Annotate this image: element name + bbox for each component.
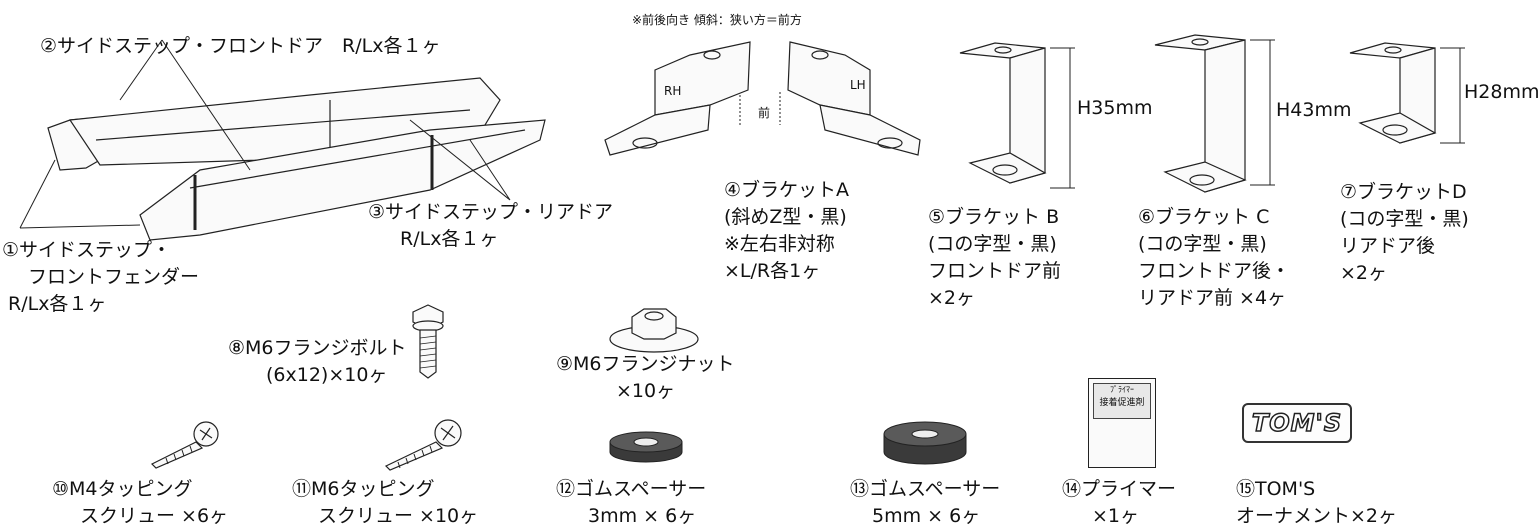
bracket-d-illustration: [1349, 42, 1465, 144]
item15-label-line2: オーナメント×2ヶ: [1236, 505, 1398, 527]
flange-bolt-illustration: [412, 304, 444, 379]
bracket-front-label: 前: [758, 106, 771, 120]
item13-label-line2: 5mm × 6ヶ: [872, 505, 981, 527]
item7-label-line4: ×2ヶ: [1340, 262, 1388, 284]
bracket-lh-label: LH: [850, 78, 866, 92]
side-step-illustration: [19, 39, 546, 241]
toms-ornament: TOM'S: [1242, 403, 1352, 443]
item15-label-line1: ⑮TOM'S: [1236, 478, 1316, 500]
item6-label-line4: リアドア前 ×4ヶ: [1138, 287, 1287, 309]
primer-label-line1: ﾌﾟﾗｲﾏｰ: [1110, 385, 1134, 394]
spacer-5mm-illustration: [883, 421, 967, 465]
toms-logo: TOM'S: [1251, 408, 1343, 438]
m4-screw-illustration: [150, 421, 219, 469]
item11-label-line2: スクリュー ×10ヶ: [318, 505, 479, 527]
bracket-b-illustration: [959, 42, 1075, 189]
item7-label-line2: (コの字型・黒): [1340, 208, 1469, 230]
item5-label-line4: ×2ヶ: [928, 287, 976, 309]
orientation-note: ※前後向き 傾斜：狭い方＝前方: [632, 13, 802, 27]
bracket-a-illustration: [604, 41, 921, 156]
spacer-3mm-illustration: [609, 431, 683, 463]
flange-nut-illustration: [609, 308, 699, 353]
item4-label-line3: ※左右非対称: [724, 233, 835, 255]
item6-label-line1: ⑥ブラケット C: [1138, 206, 1270, 228]
item3-label-line1: ③サイドステップ・リアドア: [368, 201, 614, 223]
item1-label-line2: フロントフェンダー: [28, 266, 200, 288]
item1-label-line1: ①サイドステップ・: [2, 239, 172, 261]
item6-label-line3: フロントドア後・: [1138, 260, 1291, 282]
item5-label-line1: ⑤ブラケット B: [928, 206, 1060, 228]
item9-label-line1: ⑨M6フランジナット: [556, 353, 735, 375]
item13-label-line1: ⑬ゴムスペーサー: [850, 478, 1001, 500]
item4-label-line2: (斜めZ型・黒): [724, 206, 847, 228]
item6-label-line2: (コの字型・黒): [1138, 233, 1267, 255]
item14-label-line2: ×1ヶ: [1092, 505, 1140, 527]
bracket-c-illustration: [1154, 34, 1275, 193]
item9-label-line2: ×10ヶ: [616, 380, 676, 402]
item12-label-line2: 3mm × 6ヶ: [588, 505, 697, 527]
m6-screw-illustration: [384, 419, 462, 471]
bracket-rh-label: RH: [664, 84, 682, 98]
item4-label-line4: ×L/R各1ヶ: [724, 260, 821, 282]
item11-label-line1: ⑪M6タッピング: [292, 478, 435, 500]
item7-label-line3: リアドア後: [1340, 235, 1436, 257]
item10-label-line2: スクリュー ×6ヶ: [80, 505, 229, 527]
bracket-c-height: H43mm: [1276, 99, 1352, 121]
item14-label-line1: ⑭プライマー: [1062, 478, 1177, 500]
bracket-b-height: H35mm: [1077, 97, 1153, 119]
primer-package: ﾌﾟﾗｲﾏｰ 接着促進剤: [1088, 378, 1156, 468]
primer-label-line2: 接着促進剤: [1099, 398, 1145, 408]
item12-label-line1: ⑫ゴムスペーサー: [556, 478, 707, 500]
item2-label: ②サイドステップ・フロントドア R/Lx各１ヶ: [40, 35, 441, 57]
item8-label-line1: ⑧M6フランジボルト: [228, 337, 407, 359]
item3-label-line2: R/Lx各１ヶ: [400, 228, 499, 250]
item7-label-line1: ⑦ブラケットD: [1340, 181, 1467, 203]
bracket-d-height: H28mm: [1464, 81, 1539, 103]
item1-label-line3: R/Lx各１ヶ: [8, 293, 107, 315]
item5-label-line3: フロントドア前: [928, 260, 1062, 282]
item10-label-line1: ⑩M4タッピング: [52, 478, 193, 500]
item8-label-line2: (6x12)×10ヶ: [266, 364, 388, 386]
primer-package-inner: [1093, 383, 1151, 419]
item5-label-line2: (コの字型・黒): [928, 233, 1057, 255]
item4-label-line1: ④ブラケットA: [724, 179, 850, 201]
